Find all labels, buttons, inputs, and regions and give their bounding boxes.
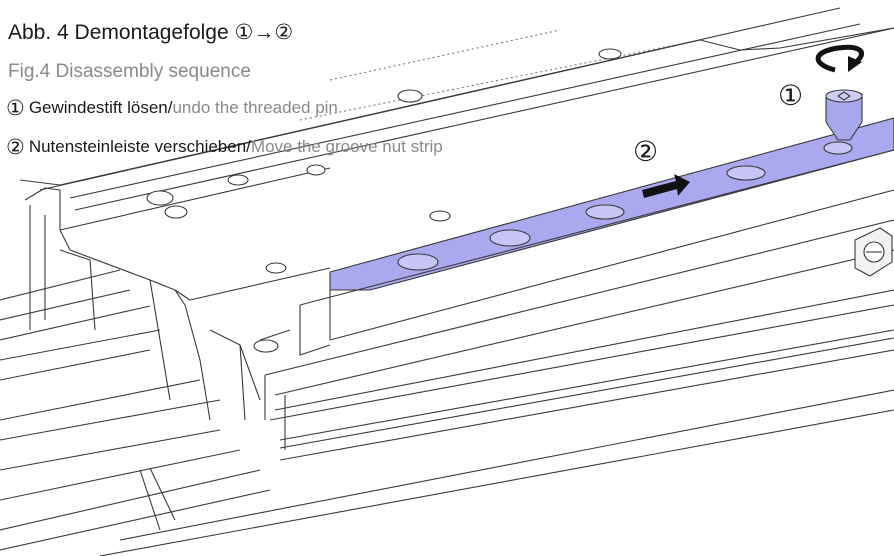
step-2-text-de: Nutensteinleiste verschieben/ xyxy=(28,137,251,156)
side-bolt xyxy=(854,227,893,277)
figure-title-de: Abb. 4 Demontagefolge ①→② xyxy=(8,21,294,44)
front-profile xyxy=(99,149,894,556)
right-arrow-icon xyxy=(642,174,690,198)
curved-arrow-icon xyxy=(815,44,864,73)
callout-pin-marker: ① xyxy=(778,80,804,111)
groove-nut-strip xyxy=(329,117,894,291)
threaded-pin xyxy=(825,89,863,141)
step-1-text-en: undo the threaded pin xyxy=(172,98,338,117)
mounting-holes xyxy=(146,48,622,353)
step-1-text-de: Gewindestift lösen/ xyxy=(28,98,173,117)
step-2-text-en: Move the groove nut strip xyxy=(250,137,443,156)
step-1-number: ① xyxy=(6,97,25,120)
carriage-plate xyxy=(24,27,894,421)
callout-strip-marker: ② xyxy=(633,136,659,167)
base-rails xyxy=(0,269,271,551)
step-2-number: ② xyxy=(6,136,25,159)
figure-title-en: Fig.4 Disassembly sequence xyxy=(8,61,251,82)
